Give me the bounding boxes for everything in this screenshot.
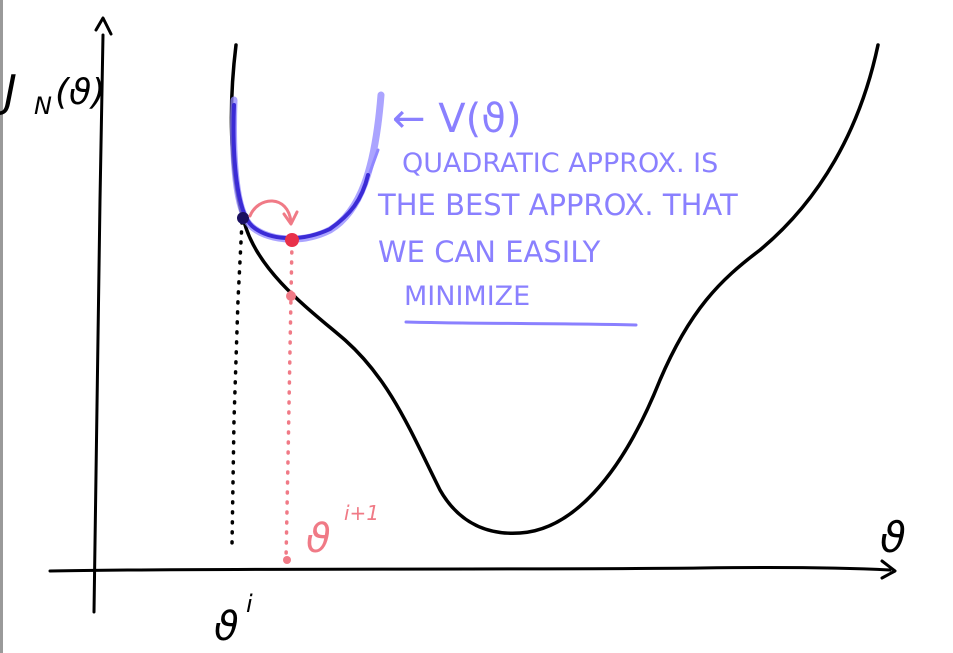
next-cost-point [286, 291, 296, 301]
note-line-1: QUADRATIC APPROX. IS [402, 148, 718, 179]
window-edge [0, 0, 3, 653]
curved-arrow-head [282, 210, 299, 226]
arrow-right-icon [880, 559, 897, 580]
theta-next-superscript: i+1 [344, 501, 379, 525]
quadratic-approx-curve-inner [231, 103, 370, 241]
theta-i-superscript: i [246, 590, 253, 618]
step-markers [237, 199, 299, 564]
theta-next-axis-dot [283, 556, 291, 564]
quadratic-approx-curve-outer [230, 91, 385, 243]
theta-i-label: ϑ [214, 604, 239, 650]
quadratic-approx [230, 91, 385, 243]
y-axis-label-sub: N [34, 92, 52, 120]
labels: J N (ϑ) ϑ ϑ i ϑ i+1 ← V(ϑ) QUADRATIC APP… [0, 66, 906, 650]
note-underline [404, 320, 638, 327]
theta-next-label: ϑ [306, 516, 331, 562]
theta-i-guide [230, 220, 244, 547]
x-axis-line [48, 566, 892, 573]
current-point [237, 212, 249, 224]
note-line-2: THE BEST APPROX. THAT [377, 188, 738, 222]
quadratic-approx-tick [368, 148, 380, 174]
curved-arrow-icon [248, 199, 293, 224]
note-line-3: WE CAN EASILY [378, 235, 601, 269]
approx-minimum-point [285, 233, 299, 247]
axes [48, 16, 897, 614]
cost-function-curve [229, 43, 880, 535]
approx-function-label: ← V(ϑ) [392, 96, 522, 142]
arrow-up-icon [94, 16, 113, 36]
y-axis-line [92, 33, 105, 614]
note-line-4: MINIMIZE [404, 281, 530, 312]
x-axis-label: ϑ [880, 513, 906, 562]
y-axis-label-main: J [0, 66, 17, 117]
y-axis-label-arg: (ϑ) [55, 72, 105, 113]
